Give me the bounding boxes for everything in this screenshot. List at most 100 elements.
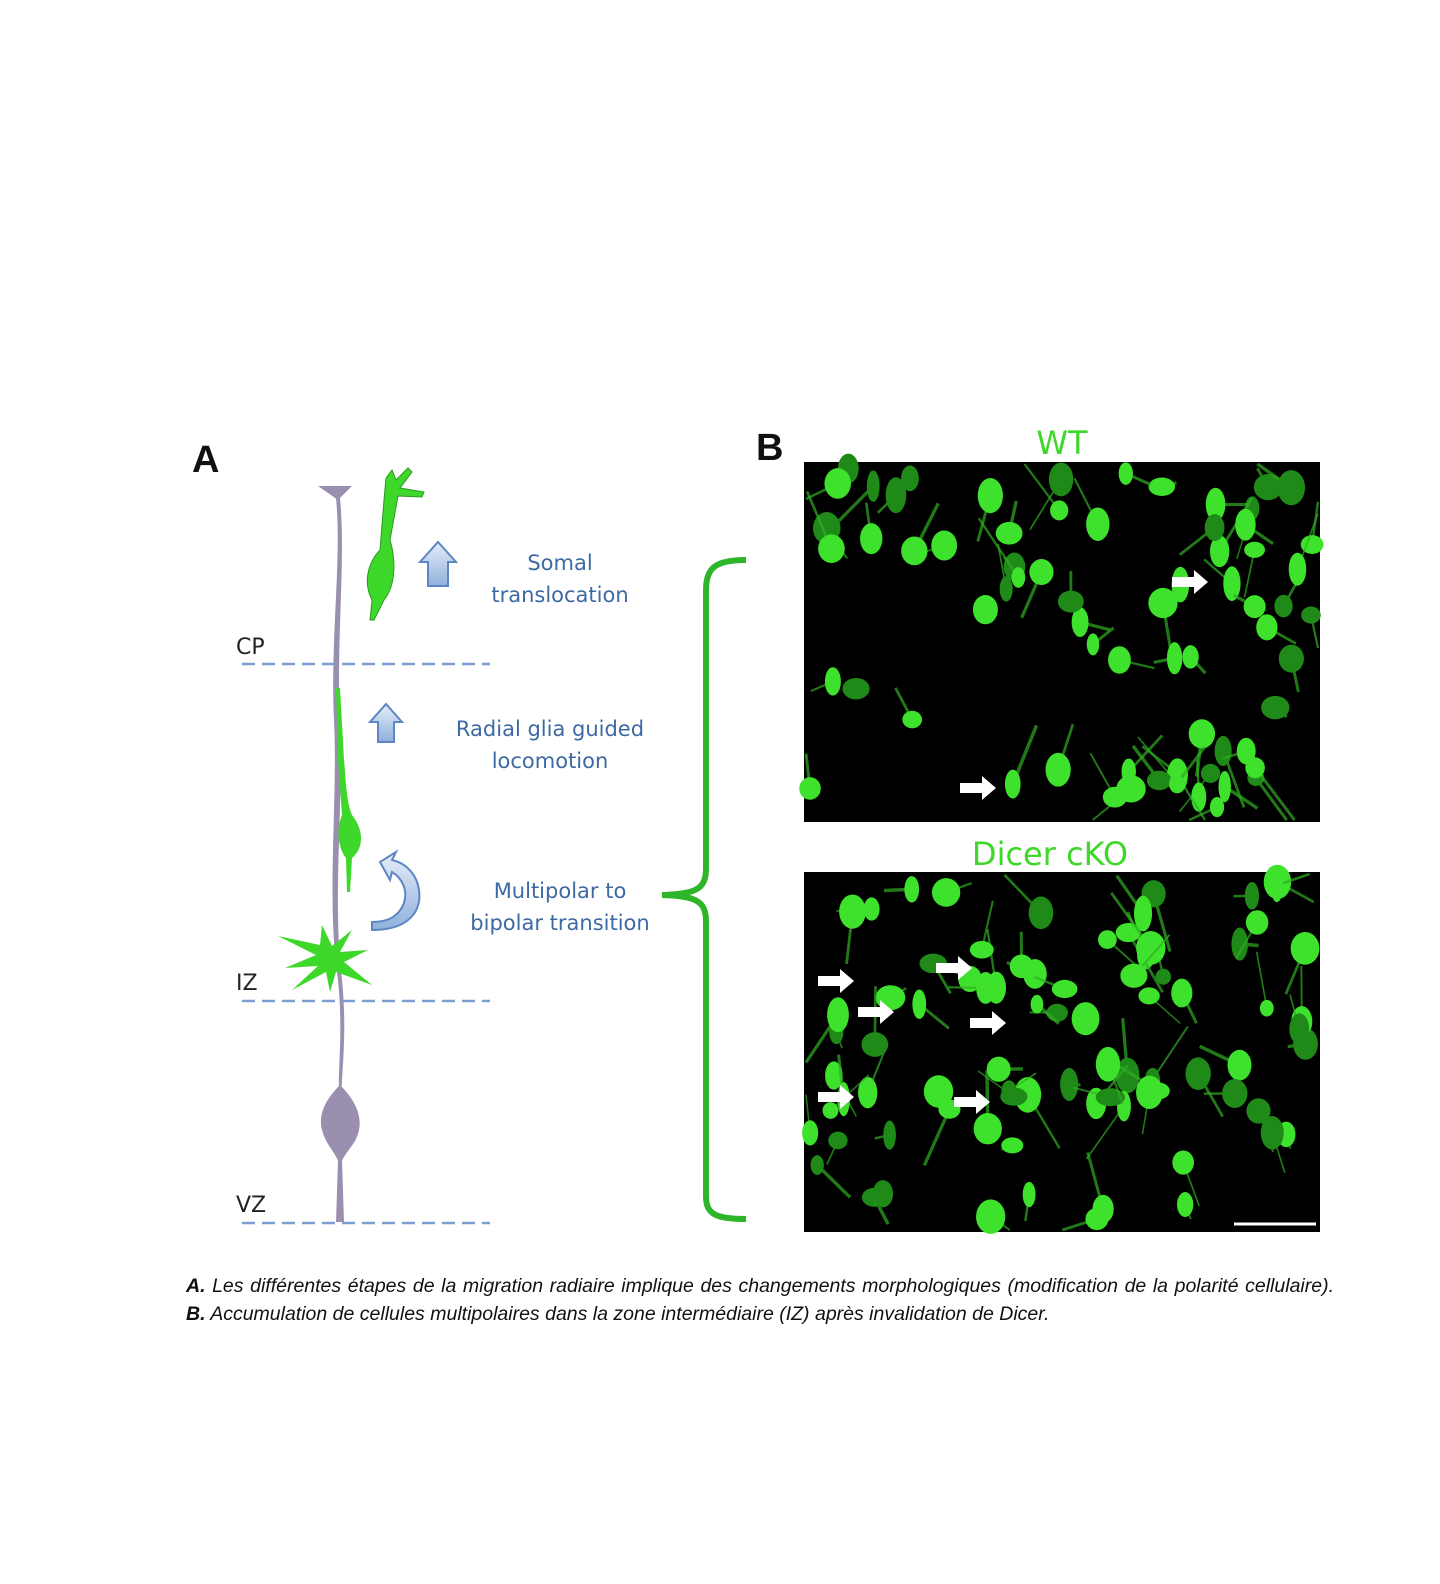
cell-body	[1102, 786, 1128, 808]
cell-body	[1243, 595, 1266, 619]
cell-body	[904, 876, 920, 903]
figure-caption: A. Les différentes étapes de la migratio…	[186, 1272, 1334, 1328]
cell-body	[1086, 507, 1110, 541]
cell-body	[912, 989, 927, 1019]
cell-body	[1051, 979, 1078, 999]
cell-body	[1244, 882, 1260, 910]
caption-a-text: Les différentes étapes de la migration r…	[205, 1275, 1334, 1297]
cell-body	[1095, 1046, 1121, 1082]
cell-body	[1235, 508, 1256, 541]
cell-body	[1246, 1098, 1271, 1124]
cell-body	[977, 478, 1003, 514]
cell-body	[1022, 1181, 1036, 1208]
cell-body	[1270, 868, 1284, 903]
cell-body	[973, 1112, 1002, 1145]
cell-body	[1188, 719, 1216, 749]
cell-body	[1185, 1057, 1211, 1091]
cell-body	[1045, 752, 1071, 787]
cell-body	[1253, 473, 1283, 501]
cell-body	[1121, 758, 1136, 785]
cell-body	[1115, 922, 1141, 943]
cell-body	[1218, 770, 1231, 803]
cell-body	[1155, 968, 1172, 985]
zone-label-cp: CP	[236, 635, 265, 660]
neurite	[922, 1108, 951, 1167]
cell-body	[931, 878, 961, 907]
cell-body	[1009, 954, 1034, 979]
cell-body	[824, 468, 851, 499]
cell-body	[923, 1075, 954, 1108]
cell-body	[858, 1076, 878, 1109]
cell-body	[842, 677, 870, 700]
step-label-radial: locomotion	[492, 749, 609, 773]
cell-body	[1120, 963, 1148, 988]
cell-body	[931, 530, 958, 561]
wt-label: WT	[1036, 424, 1088, 462]
cell-body	[1300, 535, 1324, 554]
cell-body	[1136, 1075, 1164, 1109]
caption-b-text: Accumulation de cellules multipolaires d…	[205, 1303, 1050, 1325]
cell-body	[976, 971, 996, 1004]
cell-body	[1136, 931, 1166, 965]
cell-body	[860, 523, 883, 555]
cell-body	[885, 477, 907, 514]
cell-body	[883, 1120, 896, 1150]
cell-body	[1046, 1003, 1068, 1022]
cell-body	[863, 897, 880, 921]
cell-body	[1182, 645, 1199, 669]
cell-body	[1172, 1150, 1195, 1175]
cell-body	[1030, 994, 1044, 1014]
cell-body	[1176, 1192, 1194, 1217]
caption-b-label: B.	[186, 1303, 206, 1325]
cell-body	[901, 536, 928, 566]
cell-body	[1060, 1067, 1079, 1101]
cell-body	[1261, 695, 1290, 720]
cell-body	[1236, 737, 1256, 765]
cell-body	[861, 1032, 889, 1057]
cell-body	[1209, 796, 1225, 818]
arrow-icon	[936, 956, 972, 980]
neurite	[1023, 463, 1061, 512]
cell-body	[802, 1120, 819, 1146]
neurite	[1151, 1026, 1189, 1081]
cell-body	[1004, 769, 1021, 799]
cell-body	[1259, 999, 1274, 1017]
cell-body	[1171, 978, 1193, 1008]
cell-body	[1146, 770, 1172, 791]
cell-body	[1148, 587, 1178, 619]
cell-body	[1028, 896, 1054, 930]
cell-body	[976, 1199, 1006, 1234]
locomoting-neuron	[336, 688, 361, 892]
cell-body	[1205, 487, 1226, 522]
cell-body	[822, 1102, 839, 1119]
cell-body	[1290, 932, 1320, 965]
curved-arrow-icon	[371, 849, 421, 932]
cell-body	[799, 777, 821, 800]
cell-body	[1001, 1080, 1017, 1102]
cell-body	[828, 1131, 848, 1150]
cell-body	[1166, 642, 1183, 675]
cell-body	[1148, 477, 1176, 496]
step-label-somal: Somal	[527, 551, 592, 575]
cell-body	[901, 465, 919, 492]
cell-body	[1301, 606, 1321, 624]
cell-body	[1244, 541, 1265, 558]
cell-body	[1200, 763, 1221, 783]
arrow-icon	[818, 969, 854, 993]
cell-body	[1001, 1137, 1024, 1154]
cell-body	[1222, 1078, 1248, 1108]
cell-body	[839, 894, 866, 929]
zone-label-iz: IZ	[236, 971, 258, 996]
cell-body	[1108, 646, 1131, 674]
caption-a-label: A.	[186, 1275, 206, 1297]
dicer-cko-micrograph	[802, 864, 1320, 1234]
arrow-icon	[858, 1000, 894, 1024]
cell-body	[986, 1056, 1011, 1082]
cell-body	[1278, 644, 1304, 673]
cell-body	[1050, 500, 1069, 521]
arrow-icon	[818, 1085, 854, 1109]
step-label-multipolar: bipolar transition	[470, 911, 649, 935]
cell-body	[969, 940, 994, 959]
cell-body	[1245, 910, 1269, 935]
